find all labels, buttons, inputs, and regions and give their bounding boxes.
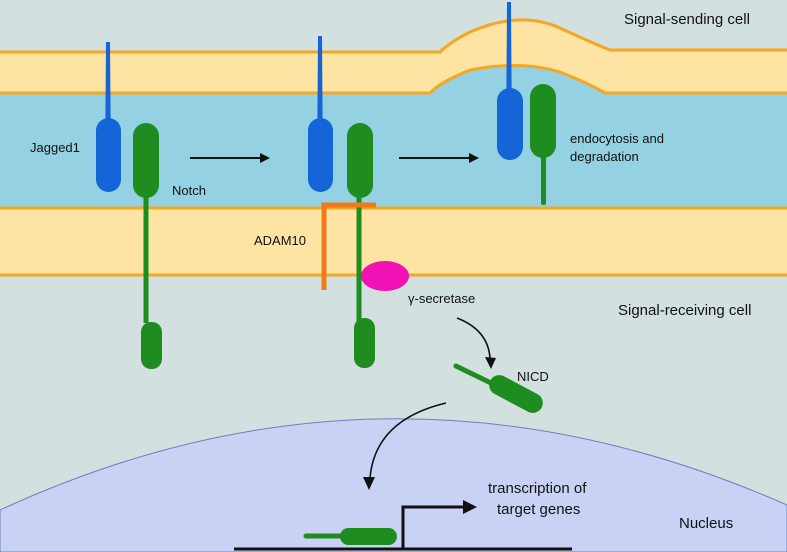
stage2-jagged1: [308, 36, 333, 192]
arrow-to-nicd: [456, 317, 491, 359]
arrow-stage1-to-stage2: [190, 153, 270, 163]
intercellular-space: [0, 65, 787, 208]
stage3-jagged1: [497, 2, 523, 160]
notch-label: Notch: [172, 183, 206, 198]
nuclear-nicd: [303, 528, 397, 545]
adam10-enzyme: [321, 202, 376, 290]
nicd-label: NICD: [517, 369, 549, 384]
arrow-stage2-to-stage3: [399, 153, 479, 163]
endocytosis-label-line2: degradation: [570, 149, 639, 164]
gamma-secretase-enzyme: [361, 261, 409, 291]
signal-receiving-cell-label: Signal-receiving cell: [618, 302, 752, 319]
transcription-label-line2: target genes: [497, 501, 581, 518]
adam10-label: ADAM10: [254, 233, 307, 248]
transcription-label-line1: transcription of: [488, 480, 587, 497]
arrow-to-nicd-head: [485, 357, 496, 369]
stage1-notch: [133, 123, 162, 369]
endocytosis-label-line1: endocytosis and: [570, 131, 664, 146]
nicd-fragment: [453, 363, 543, 413]
jagged1-label: Jagged1: [30, 140, 80, 155]
transcription-start-arrow: [401, 500, 477, 549]
stage3-notch: [530, 84, 556, 205]
sending-membrane-outer-edge: [0, 18, 787, 54]
stage2-notch: [347, 123, 375, 368]
sending-membrane-inner-edge: [0, 64, 787, 95]
sending-cell-membrane: [0, 19, 787, 93]
nucleus-region: [0, 418, 787, 552]
gamma-secretase-label: γ-secretase: [408, 291, 476, 306]
nucleus-label: Nucleus: [679, 515, 734, 532]
signal-sending-cell-label: Signal-sending cell: [624, 11, 750, 28]
arrow-to-nucleus-head: [363, 477, 375, 490]
stage1-jagged1: [96, 42, 121, 192]
arrow-to-nucleus: [369, 402, 447, 479]
